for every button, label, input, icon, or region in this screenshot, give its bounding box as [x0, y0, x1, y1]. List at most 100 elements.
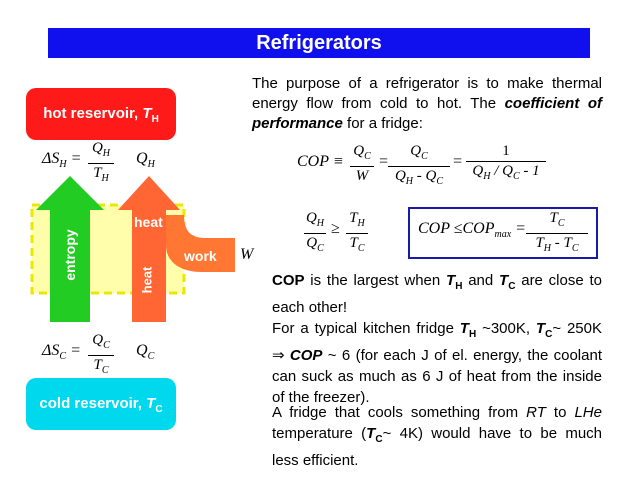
cop-definition-lhs: COP ≡: [297, 153, 344, 170]
p1-cop: COP: [272, 272, 305, 289]
q-hot-label: QH: [136, 150, 155, 170]
cold-reservoir-sub: C: [155, 404, 163, 415]
work-label: work: [184, 248, 217, 264]
sub-c: C: [436, 176, 444, 187]
cop-max-sub: max: [494, 229, 512, 241]
hot-reservoir-symbol: T: [142, 105, 152, 122]
intro-text-1: The purpose of a refrigerator is to make…: [252, 75, 602, 112]
slide-title: Refrigerators: [48, 28, 590, 58]
heat-label-upper: heat: [134, 214, 163, 230]
frac-den-sub: H: [101, 173, 109, 184]
cop-eq-1: =: [378, 153, 389, 170]
t-sym: T: [446, 272, 456, 289]
delta-s-hot-fraction: QH TH: [88, 140, 114, 187]
cold-reservoir-label: cold reservoir,: [39, 395, 147, 412]
heat-label-lower-wrap: heat: [132, 258, 162, 302]
p3-text-a: A fridge that cools something from: [272, 404, 527, 421]
cop-max-frac: TC TH - TC: [526, 210, 588, 257]
sub-h: H: [543, 243, 552, 254]
cold-reservoir-box: cold reservoir, TC: [26, 378, 176, 430]
paragraph-kitchen-fridge: For a typical kitchen fridge TH ~300K, T…: [272, 318, 602, 408]
hot-reservoir-label: hot reservoir,: [43, 105, 143, 122]
sub-c: C: [557, 218, 565, 229]
sub-c: C: [508, 281, 516, 292]
frac-num: Q: [92, 332, 104, 348]
sub-h: H: [316, 218, 325, 229]
cop-frac-ratio: 1 QH / QC - 1: [466, 143, 546, 185]
intro-emphasis: coefficient of performance: [252, 95, 602, 132]
q-hot-symbol: Q: [136, 150, 148, 167]
t-sym: T: [499, 272, 509, 289]
p3-to: to: [545, 404, 575, 421]
delta-s-cold-lhs: ΔS: [42, 342, 60, 359]
p1-text-b: are close to each other!: [272, 272, 602, 316]
sub-h: H: [405, 176, 414, 187]
p3-text-b: temperature (: [272, 425, 367, 442]
t-sym: T: [535, 320, 546, 337]
cop-eq-2: =: [452, 153, 463, 170]
p3-text-c: ~ 4K) would have to be much less efficie…: [272, 425, 603, 469]
cop-frac-qc-w: QC W: [350, 143, 374, 185]
delta-s-cold-fraction: QC TC: [88, 332, 114, 379]
sub-c: C: [375, 434, 383, 445]
p1-and: and: [462, 272, 500, 289]
sub-c: C: [357, 243, 365, 254]
sub-h: H: [455, 281, 463, 292]
sub-c: C: [421, 151, 428, 162]
q-cold-sub: C: [147, 351, 155, 363]
ratio-t-frac: TH TC: [346, 210, 368, 257]
delta-s-hot-sub: H: [59, 159, 67, 171]
delta-s-hot-lhs: ΔS: [42, 150, 60, 167]
q-hot-sub: H: [147, 159, 155, 171]
sub-c: C: [317, 243, 324, 254]
delta-s-cold: ΔSC =: [42, 342, 81, 363]
entropy-label: entropy: [62, 229, 78, 281]
frac-num: Q: [91, 140, 103, 156]
intro-paragraph: The purpose of a refrigerator is to make…: [252, 74, 602, 134]
frac-num-sub: H: [102, 148, 111, 159]
cop-max-eq: =: [515, 220, 526, 237]
p2-text-c: ~ 250K: [552, 320, 602, 337]
heat-arrow: [118, 176, 180, 322]
cold-reservoir-symbol: T: [146, 395, 156, 412]
sub-h: H: [357, 218, 365, 229]
sub-c: C: [571, 243, 579, 254]
p2-text-a: For a typical kitchen fridge: [272, 320, 460, 337]
entropy-label-wrap: entropy: [52, 214, 88, 296]
t-sym: T: [366, 425, 376, 442]
paragraph-rt-to-lhe: A fridge that cools something from RT to…: [272, 402, 602, 471]
cop-max-lhs: COP ≤COPmax =: [418, 220, 526, 240]
work-symbol: W: [240, 246, 254, 263]
work-arrow: [166, 215, 235, 272]
p2-cop: COP: [289, 347, 323, 364]
sub-c: C: [512, 171, 520, 182]
one: 1: [502, 143, 510, 159]
paragraph-cop-largest: COP is the largest when TH and TC are cl…: [272, 270, 602, 318]
hot-reservoir-box: hot reservoir, TH: [26, 88, 176, 140]
sub-h: H: [468, 329, 477, 340]
q-cold-symbol: Q: [136, 342, 148, 359]
t-sym: T: [459, 320, 469, 337]
p2-text-d: ~ 6 (for each J of el. energy, the coola…: [272, 347, 602, 406]
p3-rt: RT: [526, 404, 546, 421]
sub-h: H: [483, 171, 491, 182]
cop-max-text: COP ≤COP: [418, 220, 495, 237]
implies-arrow-icon: ⇒: [272, 347, 285, 364]
frac-den-sub: C: [101, 365, 109, 376]
w-symbol: W: [355, 168, 369, 184]
frac-num-sub: C: [103, 340, 110, 351]
delta-s-hot: ΔSH =: [42, 150, 82, 171]
p3-lhe: LHe: [574, 404, 602, 421]
p2-text-b: ~300K,: [476, 320, 536, 337]
cop-max-box: [408, 207, 598, 259]
delta-s-cold-sub: C: [59, 351, 67, 363]
ge-symbol: ≥: [331, 220, 340, 237]
q-cold-label: QC: [136, 342, 154, 362]
entropy-arrow: [36, 176, 104, 322]
p1-text-a: is the largest when: [304, 272, 447, 289]
heat-label-lower: heat: [139, 266, 155, 294]
frac-den: T: [93, 165, 102, 181]
sub-c: C: [364, 151, 371, 162]
intro-text-2: for a fridge:: [342, 115, 423, 132]
